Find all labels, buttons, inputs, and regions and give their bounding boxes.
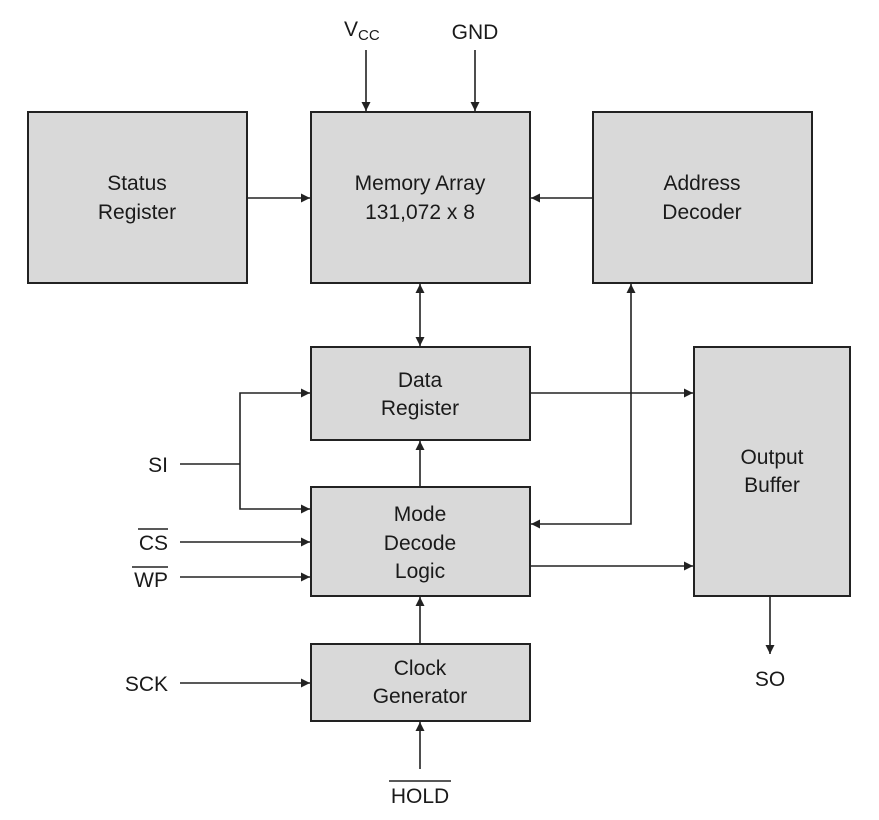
mode-decode-label-2: Decode (384, 532, 456, 555)
memory-array-label-2: 131,072 x 8 (365, 201, 475, 224)
address-decoder-block: Address Decoder (592, 111, 813, 284)
mode-decode-label-3: Logic (395, 560, 445, 583)
mode-decode-logic-block: Mode Decode Logic (310, 486, 531, 597)
status-register-label-1: Status (107, 172, 167, 195)
status-register-label-2: Register (98, 201, 176, 224)
status-register-block: Status Register (27, 111, 248, 284)
si-label: SI (148, 454, 168, 477)
wp-label: WP (134, 569, 168, 592)
si-to-data-register-arrow (239, 388, 310, 464)
decoder-mode-bidirectional-arrow (531, 284, 636, 529)
mode-decode-label-1: Mode (394, 503, 447, 526)
hold-label: HOLD (391, 785, 449, 808)
gnd-label: GND (452, 21, 499, 44)
data-register-label-2: Register (381, 397, 459, 420)
clock-generator-label-2: Generator (373, 685, 468, 708)
data-register-label-1: Data (398, 369, 443, 392)
memory-array-label-1: Memory Array (355, 172, 486, 195)
si-to-mode-decode-arrow (239, 464, 310, 514)
clock-generator-label-1: Clock (394, 657, 447, 680)
memory-array-block: Memory Array 131,072 x 8 (310, 111, 531, 284)
clock-generator-block: Clock Generator (310, 643, 531, 722)
data-register-block: Data Register (310, 346, 531, 441)
address-decoder-label-2: Decoder (662, 201, 741, 224)
output-buffer-label-1: Output (740, 446, 803, 469)
cs-label: CS (139, 532, 168, 555)
address-decoder-label-1: Address (663, 172, 740, 195)
output-buffer-block: Output Buffer (693, 346, 851, 597)
so-label: SO (755, 668, 785, 691)
sck-label: SCK (125, 673, 168, 696)
output-buffer-label-2: Buffer (744, 474, 800, 497)
vcc-label: VCC (344, 18, 380, 44)
